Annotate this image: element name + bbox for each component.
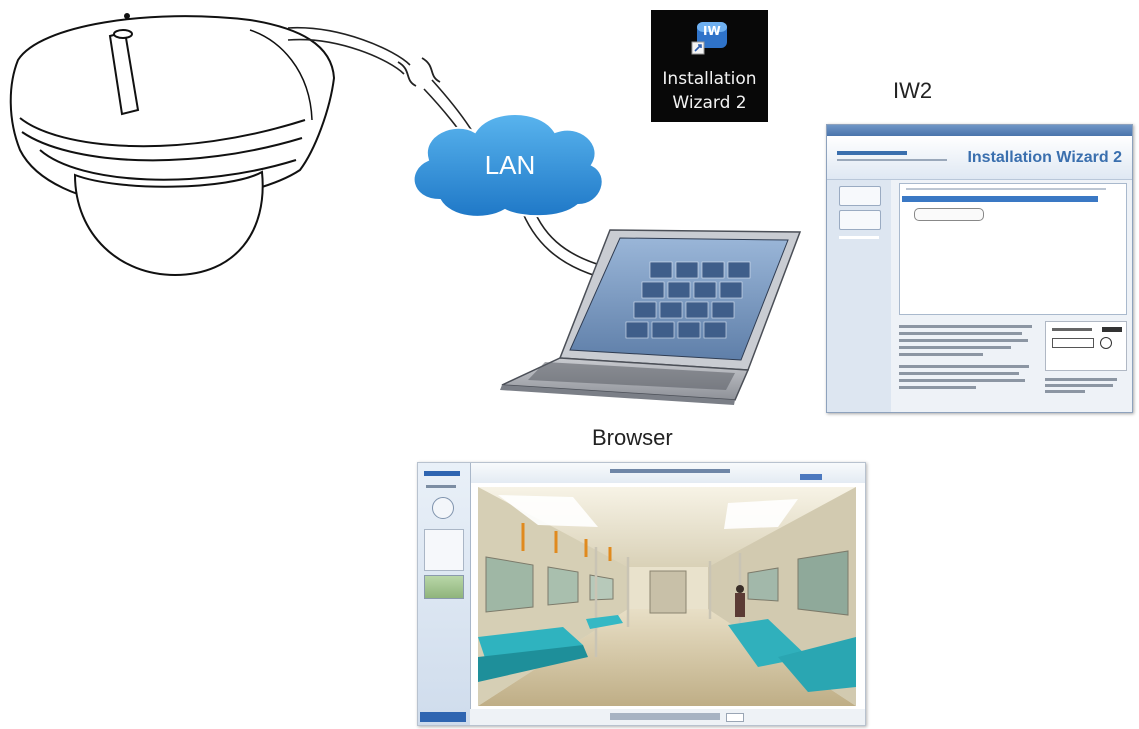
iw2-titlebar	[827, 125, 1132, 136]
iw2-app-icon	[691, 22, 727, 55]
iw2-device-list	[899, 183, 1127, 315]
shortcut-label-line1: Installation	[662, 69, 757, 89]
iw2-brand: Installation Wizard 2	[967, 149, 1122, 166]
browser-footer-bar	[420, 712, 466, 722]
browser-header	[470, 463, 865, 483]
iw2-window: Installation Wizard 2	[826, 124, 1133, 413]
live-view-image	[478, 487, 856, 706]
lan-label: LAN	[484, 150, 536, 180]
dome-camera	[9, 13, 336, 277]
iw2-icon-text: IW	[703, 24, 721, 38]
iw2-mac-bubble	[914, 208, 984, 221]
browser-caption: Browser	[592, 425, 673, 450]
shortcut-label-line2: Wizard 2	[672, 93, 747, 113]
laptop	[500, 229, 802, 405]
browser-control-bar	[470, 709, 865, 725]
iw2-instructions	[899, 321, 1039, 406]
browser-sidebar	[418, 463, 471, 725]
iw2-selected-row[interactable]	[902, 196, 1098, 202]
browser-window	[417, 462, 866, 726]
installation-wizard-shortcut[interactable]: IW Installation Wizard 2	[651, 10, 768, 122]
ptz-control[interactable]	[432, 497, 454, 519]
lan-cloud	[412, 113, 604, 218]
browser-thumbnail	[424, 575, 464, 599]
iw2-sidebar	[827, 180, 891, 412]
iw2-sticker-thumbnail	[1045, 321, 1127, 371]
iw2-side-button[interactable]	[839, 186, 881, 206]
iw2-caption: IW2	[893, 78, 933, 103]
iw2-side-button[interactable]	[839, 210, 881, 230]
iw2-header: Installation Wizard 2	[827, 136, 1132, 180]
